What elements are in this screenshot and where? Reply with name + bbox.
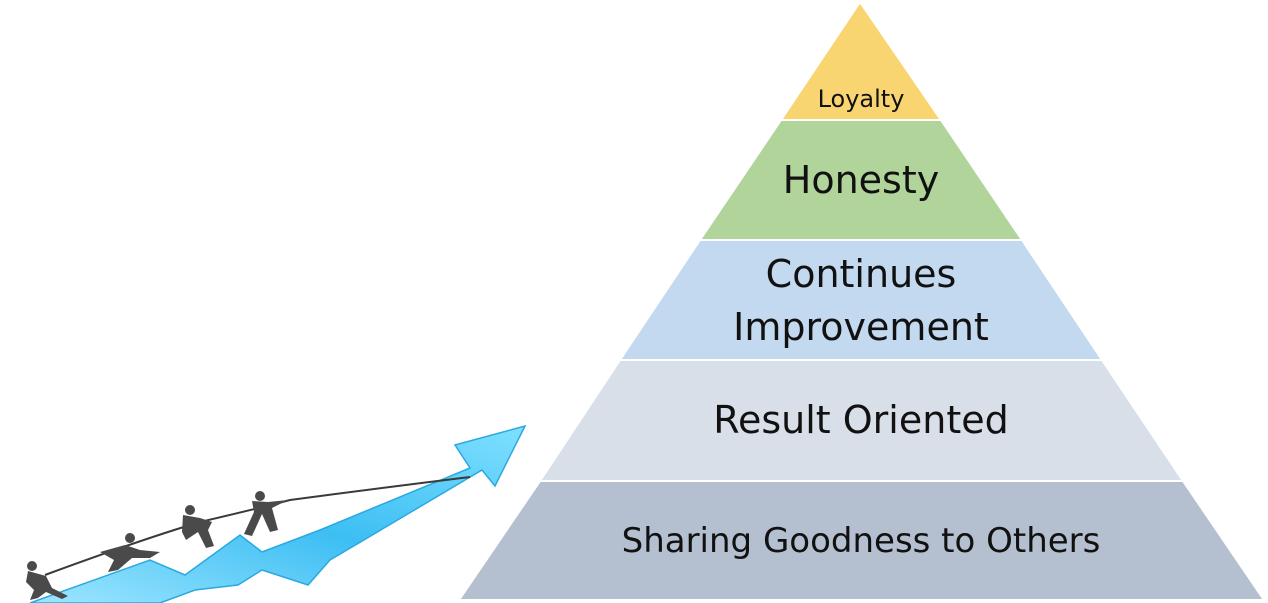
tier-label-loyalty: Loyalty [818,85,905,113]
pyramid: Loyalty Honesty Continues Improvement Re… [457,0,1266,601]
figure-pulling-rope-1 [26,561,68,600]
growth-arrow-icon [29,424,527,603]
tier-label-sharing-goodness: Sharing Goodness to Others [622,521,1101,561]
figure-pulling-rope-3 [182,505,214,548]
growth-arrow-illustration [26,424,527,603]
tier-label-honesty: Honesty [783,158,939,202]
pyramid-tier-sharing-goodness [457,480,1266,601]
tier-label-continues: Continues [766,252,957,296]
figure-pulling-rope-4 [244,491,288,536]
tier-label-improvement: Improvement [733,305,989,349]
figure-pulling-rope-2 [100,533,160,572]
tier-label-result-oriented: Result Oriented [713,398,1008,442]
